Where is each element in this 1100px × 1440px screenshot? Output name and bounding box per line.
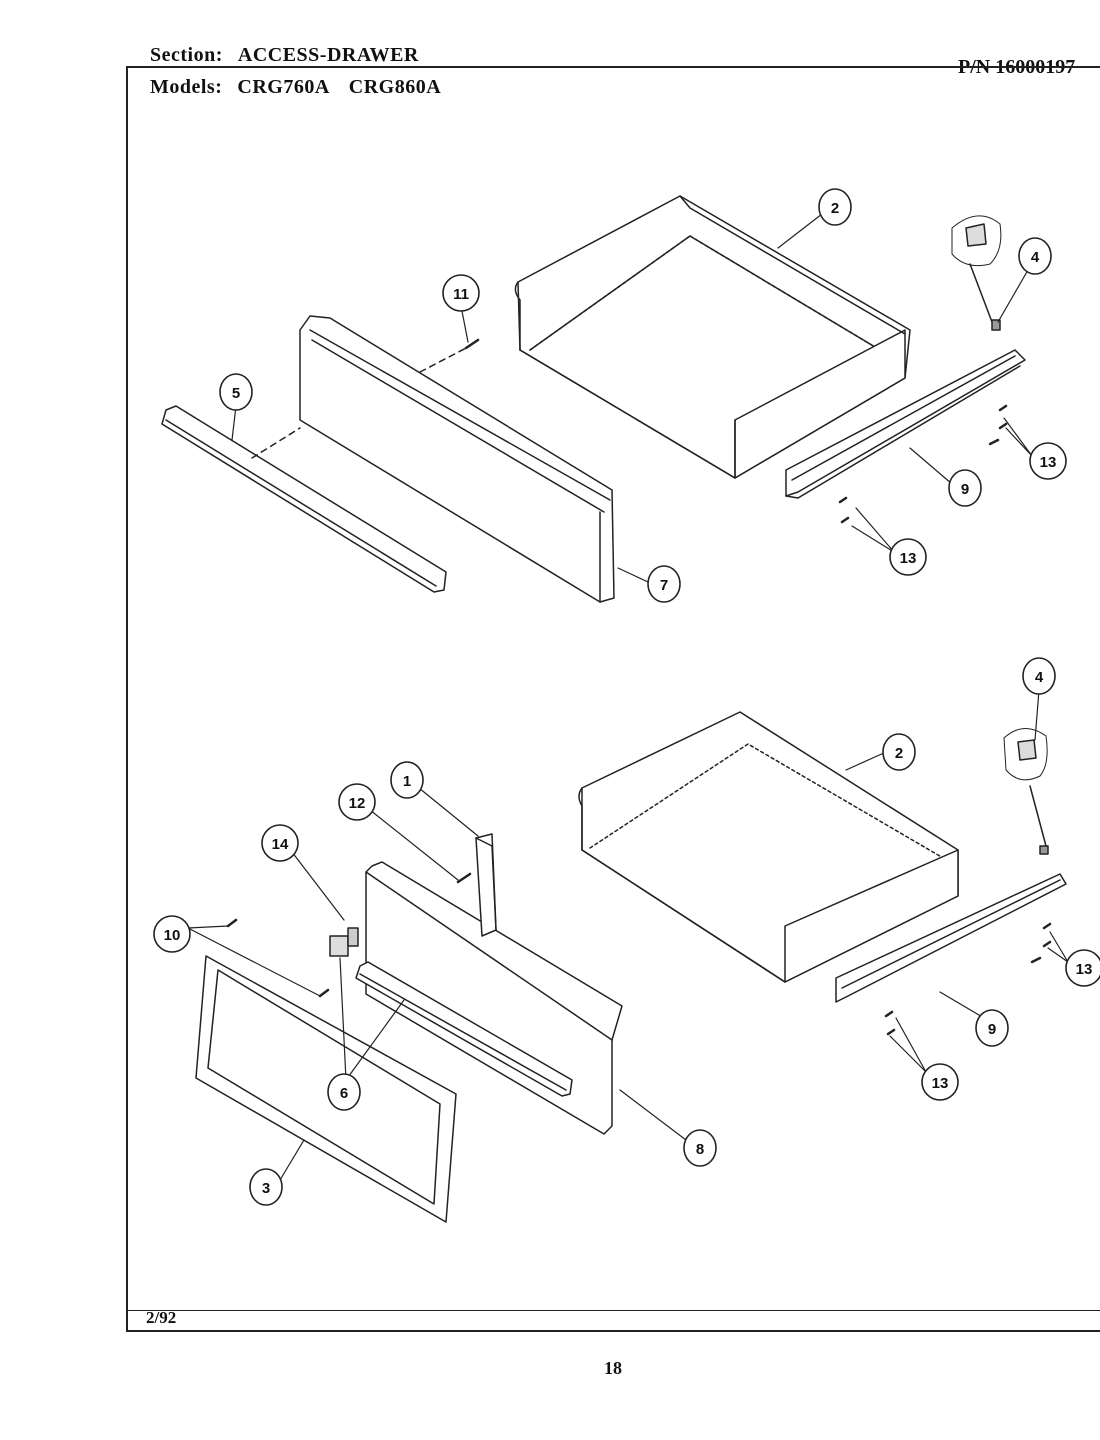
diagram-frame (126, 66, 1100, 1332)
footer-rule (126, 1310, 1100, 1311)
svg-text:6: 6 (340, 1085, 348, 1102)
callout-9-top: 9 (948, 469, 982, 507)
svg-text:4: 4 (1031, 249, 1040, 266)
svg-text:13: 13 (1040, 454, 1057, 471)
callout-13-top-right: 13 (1029, 442, 1067, 480)
svg-text:2: 2 (831, 200, 839, 217)
callout-12: 12 (338, 783, 376, 821)
callout-10: 10 (153, 915, 191, 953)
svg-text:5: 5 (232, 385, 240, 402)
model-crg860a: CRG860A (348, 76, 442, 98)
drawer-pan-top (514, 195, 911, 479)
svg-text:13: 13 (932, 1075, 949, 1092)
slide-bracket-detail-bottom (1003, 728, 1049, 855)
svg-text:12: 12 (349, 795, 366, 812)
callout-13-top-lower: 13 (889, 538, 927, 576)
callout-1: 1 (390, 761, 424, 799)
drawer-front-top (299, 315, 615, 603)
drawer-slide-bottom (835, 873, 1067, 1003)
page-number: 18 (604, 1358, 622, 1378)
drawer-slide-top (785, 349, 1026, 499)
support-channel (475, 833, 497, 937)
callout-5: 5 (219, 373, 253, 411)
svg-text:13: 13 (1076, 961, 1093, 978)
drawer-back-panel (365, 861, 623, 1135)
svg-text:7: 7 (660, 577, 668, 594)
revision-date: 2/92 (146, 1308, 177, 1327)
handle-trim-top (161, 405, 447, 593)
slide-bracket-detail-top (951, 215, 1002, 331)
svg-text:2: 2 (895, 745, 903, 762)
callout-4-bottom: 4 (1022, 657, 1056, 695)
callout-9-bottom: 9 (975, 1009, 1009, 1047)
callout-2-bottom: 2 (882, 733, 916, 771)
section-heading: Section: ACCESS-DRAWER (150, 44, 433, 67)
svg-text:1: 1 (403, 773, 411, 790)
models-heading: Models: CRG760A CRG860A (150, 76, 455, 99)
callout-13-bottom-lower: 13 (921, 1063, 959, 1101)
svg-text:9: 9 (961, 481, 969, 498)
callout-leaders (187, 213, 1069, 1181)
svg-text:4: 4 (1035, 669, 1044, 686)
callout-3: 3 (249, 1168, 283, 1206)
support-rod (355, 961, 573, 1097)
svg-text:11: 11 (453, 286, 469, 303)
model-crg760a: CRG760A (237, 76, 330, 98)
callout-13-bottom-right: 13 (1065, 949, 1100, 987)
clip-part (329, 935, 349, 957)
svg-text:8: 8 (696, 1141, 704, 1158)
callout-8: 8 (683, 1129, 717, 1167)
callout-2-top: 2 (818, 188, 852, 226)
section-value: ACCESS-DRAWER (237, 44, 419, 66)
callout-6: 6 (327, 1073, 361, 1111)
models-label: Models: (150, 76, 223, 98)
callout-14: 14 (261, 824, 299, 862)
svg-text:3: 3 (262, 1180, 270, 1197)
drawer-pan-bottom (578, 711, 959, 983)
drawer-frame (195, 955, 457, 1223)
svg-text:10: 10 (164, 927, 181, 944)
callout-4-top: 4 (1018, 237, 1052, 275)
section-label: Section: (150, 44, 223, 66)
callout-11: 11 (442, 274, 480, 312)
svg-text:13: 13 (900, 550, 917, 567)
svg-text:14: 14 (272, 836, 289, 853)
callout-7: 7 (647, 565, 681, 603)
svg-text:9: 9 (988, 1021, 996, 1038)
